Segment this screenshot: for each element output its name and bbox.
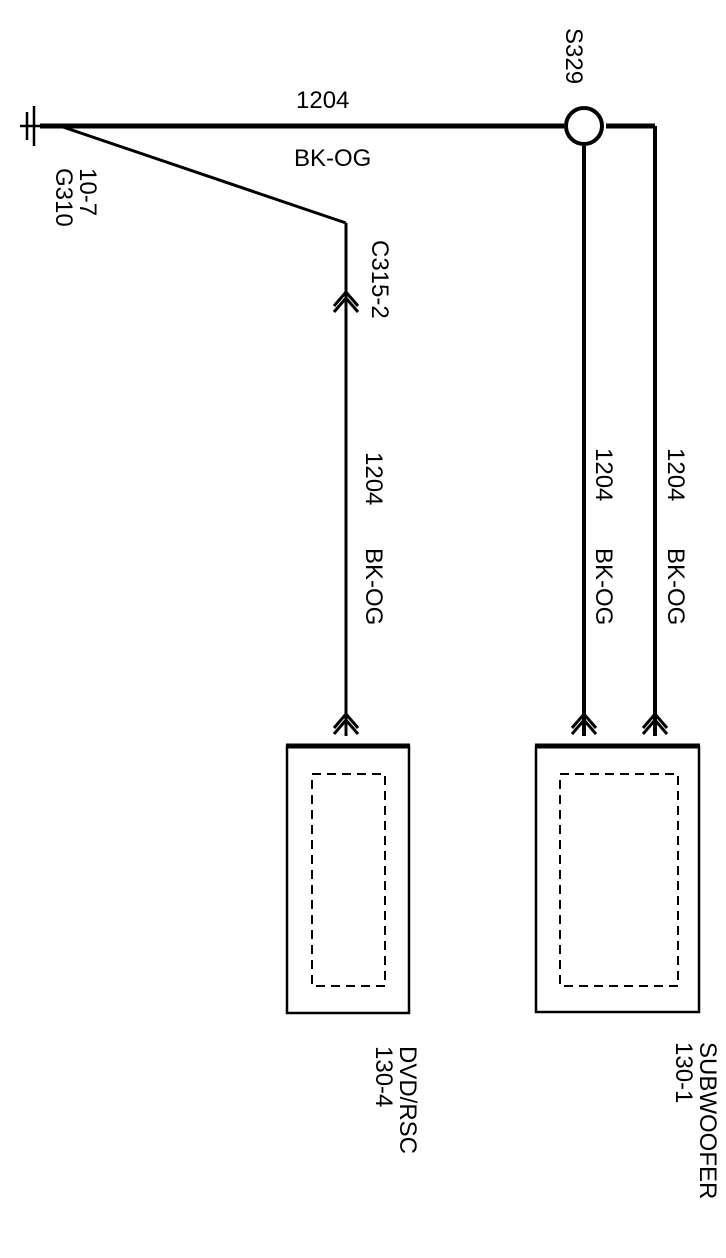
- right-wire-color: BK-OG: [662, 548, 689, 625]
- subwoofer-label-group: SUBWOOFER 130-1: [670, 1042, 721, 1199]
- top-wire-color: BK-OG: [294, 145, 371, 172]
- top-wire-circuit: 1204: [296, 87, 349, 114]
- c315-connector-icon: [332, 289, 360, 313]
- ground-label: G310: [50, 168, 77, 227]
- dvd-module: [285, 743, 411, 1015]
- dvd-module-name: DVD/RSC: [394, 1046, 421, 1154]
- right-wire-label-group: 1204 BK-OG: [662, 448, 689, 625]
- middle-wire-circuit: 1204: [590, 448, 617, 501]
- subwoofer-connector-icon-1: [570, 711, 598, 735]
- ground-label-group: G310 10-7: [50, 168, 101, 227]
- splice-s329: [564, 106, 604, 146]
- middle-wire-label-group: 1204 BK-OG: [590, 448, 617, 625]
- subwoofer-module: [534, 743, 701, 1014]
- subwoofer-module-ref: 130-1: [670, 1042, 697, 1103]
- dvd-label-group: DVD/RSC 130-4: [370, 1046, 421, 1154]
- splice-label: S329: [560, 28, 587, 84]
- ground-ref: 10-7: [74, 168, 101, 216]
- left-wire-label-group: 1204 BK-OG: [360, 452, 387, 625]
- dvd-module-ref: 130-4: [370, 1046, 397, 1107]
- left-wire-color: BK-OG: [360, 548, 387, 625]
- right-wire-circuit: 1204: [662, 448, 689, 501]
- connector-label: C315-2: [366, 240, 393, 319]
- left-wire-circuit: 1204: [360, 452, 387, 505]
- subwoofer-module-name: SUBWOOFER: [694, 1042, 721, 1199]
- c315-label-group: C315-2: [366, 240, 393, 319]
- middle-wire-color: BK-OG: [590, 548, 617, 625]
- splice-label-group: S329: [560, 28, 587, 84]
- subwoofer-connector-icon-2: [641, 711, 669, 735]
- dvd-connector-icon: [332, 711, 360, 735]
- ground-symbol: [20, 106, 42, 146]
- diagonal-wire: [59, 124, 347, 225]
